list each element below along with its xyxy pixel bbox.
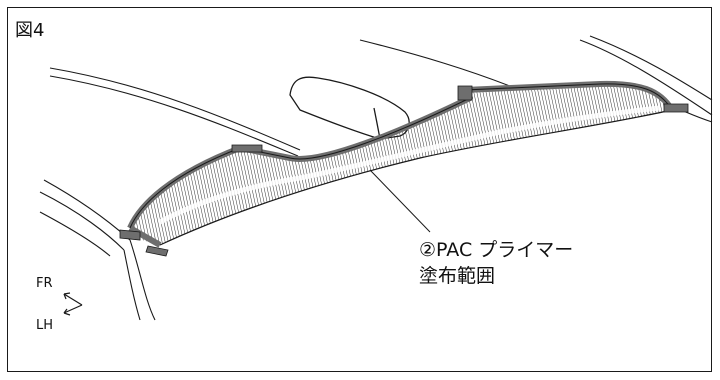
primer-area	[119, 80, 689, 257]
forward-label: FR	[36, 276, 53, 291]
callout-leader	[369, 169, 431, 233]
orientation-arrows	[63, 292, 83, 316]
figure-frame	[7, 7, 712, 372]
antenna	[289, 76, 410, 140]
figure-number: 図4	[15, 20, 45, 41]
side-label: LH	[36, 318, 54, 333]
roof-lines	[39, 35, 713, 321]
primer-callout: ②PAC プライマー 塗布範囲	[419, 237, 573, 289]
callout-line-2: 塗布範囲	[419, 265, 496, 287]
callout-line-1: ②PAC プライマー	[419, 239, 574, 261]
